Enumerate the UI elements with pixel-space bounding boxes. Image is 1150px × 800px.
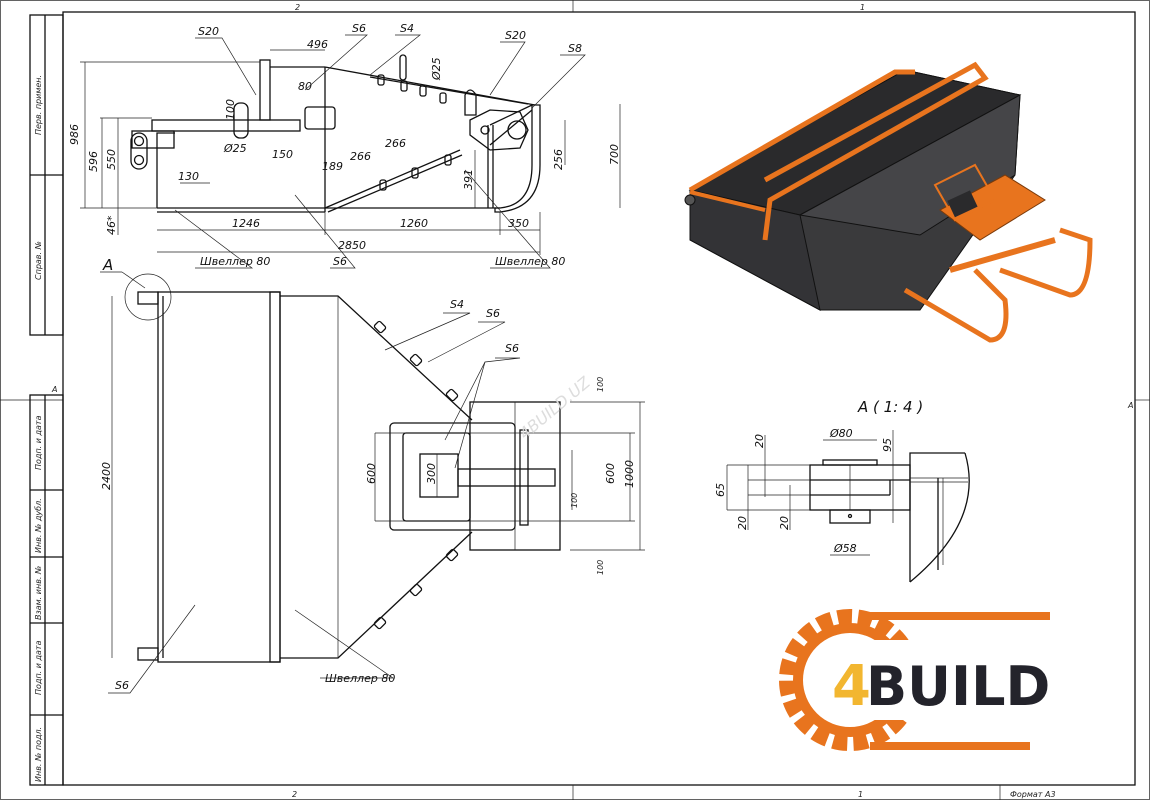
dim-label: 1246 bbox=[232, 217, 260, 230]
part-label: S6 bbox=[333, 255, 347, 268]
side-view-geometry bbox=[130, 54, 541, 213]
part-label: S6 bbox=[115, 679, 129, 692]
dim-label: 550 bbox=[105, 149, 118, 170]
dim-label: 80 bbox=[298, 80, 312, 93]
zone-mark: A bbox=[51, 385, 57, 394]
detail-a: A ( 1: 4 ) Ø80 95 20 65 20 20 Ø58 bbox=[714, 398, 970, 583]
part-label: S4 bbox=[450, 298, 464, 311]
dim-label: 266 bbox=[385, 137, 406, 150]
dim-label: 266 bbox=[350, 150, 371, 163]
dim-label: 46* bbox=[105, 215, 118, 235]
logo-main: BUILD bbox=[866, 655, 1050, 718]
top-view: A bbox=[100, 256, 645, 694]
dim-label: 20 bbox=[736, 516, 749, 530]
dim-label: 100 bbox=[570, 493, 579, 508]
stamp-label: Взам. инв. № bbox=[34, 566, 43, 620]
dim-label: 100 bbox=[224, 99, 237, 120]
part-label: Швеллер 80 bbox=[325, 672, 395, 685]
dim-label: 100 bbox=[596, 560, 605, 575]
part-label: S20 bbox=[198, 25, 219, 38]
section-mark: A bbox=[102, 256, 113, 274]
zone-label: 2 bbox=[292, 790, 297, 799]
stamp-label: Подп. и дата bbox=[34, 415, 43, 470]
stamp-label: Инв. № дубл. bbox=[34, 498, 43, 553]
dim-label: 496 bbox=[307, 38, 328, 51]
stamp-label: Инв. № подл. bbox=[34, 727, 43, 782]
stamp-label: Справ. № bbox=[34, 241, 43, 280]
dim-label: 20 bbox=[778, 516, 791, 530]
dim-label: 600 bbox=[604, 463, 617, 484]
side-view-dim-text: 496 80 100 Ø25 150 130 986 596 550 46* 1… bbox=[68, 38, 621, 252]
dim-label: 2400 bbox=[100, 462, 113, 490]
part-label: S4 bbox=[400, 22, 414, 35]
dim-label: 300 bbox=[425, 463, 438, 484]
zone-label: 1 bbox=[860, 3, 865, 12]
dim-label: Ø25 bbox=[223, 142, 247, 155]
dim-label: Ø25 bbox=[430, 57, 443, 81]
part-label: Швеллер 80 bbox=[200, 255, 270, 268]
dim-label: 20 bbox=[753, 434, 766, 448]
part-label: S20 bbox=[505, 29, 526, 42]
dim-label: 350 bbox=[508, 217, 529, 230]
dim-label: 256 bbox=[552, 149, 565, 170]
dim-label: 391 bbox=[462, 169, 475, 190]
part-label: Швеллер 80 bbox=[495, 255, 565, 268]
side-view: 496 80 100 Ø25 150 130 986 596 550 46* 1… bbox=[68, 22, 621, 269]
dim-label: 130 bbox=[178, 170, 199, 183]
side-view-leaders: S20 S6 S4 S20 S8 Швеллер 80 S6 Швеллер 8… bbox=[174, 22, 586, 269]
part-label: S6 bbox=[505, 342, 519, 355]
brand-logo: 4 BUILD bbox=[779, 609, 1058, 751]
watermark: 4BUILD.UZ bbox=[515, 372, 594, 443]
isometric-view bbox=[684, 61, 1093, 343]
wall-stiffeners bbox=[373, 320, 459, 630]
dim-label: 95 bbox=[881, 438, 894, 452]
dim-label: 150 bbox=[272, 148, 293, 161]
stamp-label: Перв. примен. bbox=[34, 75, 43, 135]
stamp-label: Подп. и дата bbox=[34, 640, 43, 695]
dim-label: 2850 bbox=[338, 239, 366, 252]
part-label: S6 bbox=[352, 22, 366, 35]
stamp-column: Перв. примен. Справ. № Подп. и дата Инв.… bbox=[29, 14, 64, 786]
logo-prefix: 4 bbox=[832, 654, 871, 719]
dim-label: 986 bbox=[68, 124, 81, 145]
dim-label: 65 bbox=[714, 483, 727, 497]
dim-label: 600 bbox=[365, 463, 378, 484]
dim-label: 700 bbox=[608, 144, 621, 165]
dim-label: 596 bbox=[87, 151, 100, 172]
dim-label: 1000 bbox=[623, 460, 636, 488]
zone-label: 1 bbox=[858, 790, 863, 799]
top-view-dimensions bbox=[111, 296, 645, 658]
detail-title: A ( 1: 4 ) bbox=[857, 398, 923, 416]
dim-label: Ø80 bbox=[829, 427, 853, 440]
dim-label: 189 bbox=[322, 160, 343, 173]
dim-label: 100 bbox=[596, 377, 605, 392]
dim-label: 1260 bbox=[400, 217, 428, 230]
zone-mark: A bbox=[1127, 401, 1133, 410]
dim-label: Ø58 bbox=[833, 542, 857, 555]
part-label: S8 bbox=[568, 42, 582, 55]
side-view-dimensions bbox=[80, 49, 621, 255]
zone-label: 2 bbox=[295, 3, 300, 12]
part-label: S6 bbox=[486, 307, 500, 320]
format-label: Формат А3 bbox=[1010, 790, 1056, 799]
